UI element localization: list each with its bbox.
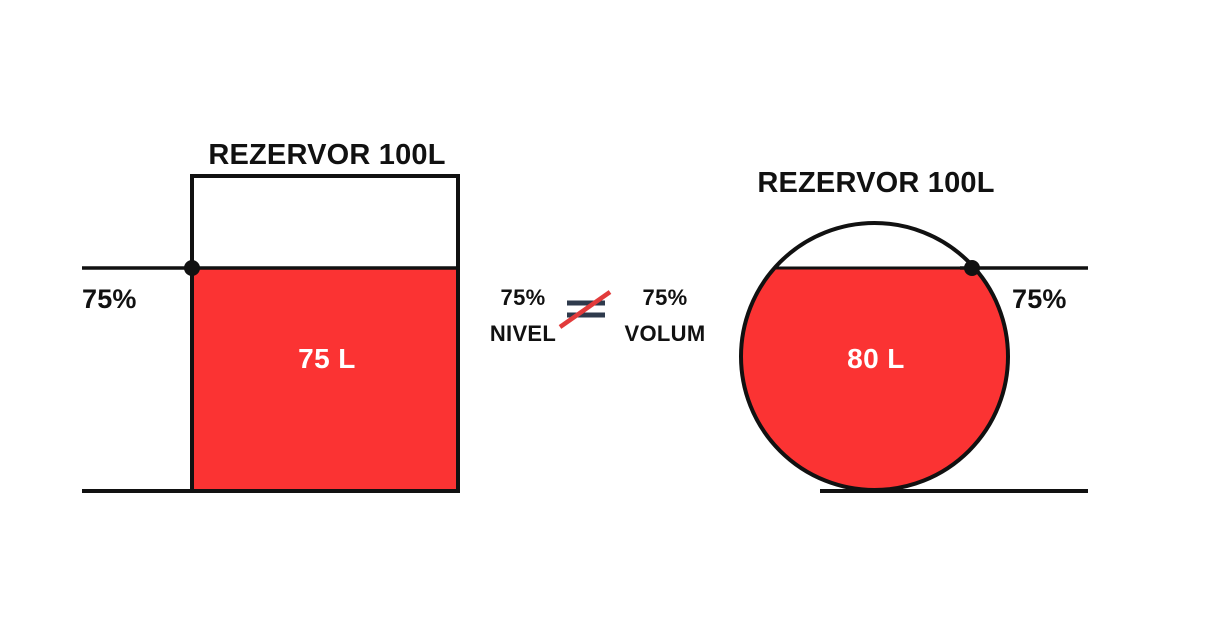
left-tank-liquid-fill [192, 268, 458, 491]
right-tank-group [739, 221, 1088, 493]
left-tank-level-label: 75% [82, 284, 137, 314]
left-tank-group [82, 174, 460, 493]
comparison-right-term: VOLUM [625, 321, 706, 346]
left-tank-volume-label: 75 L [298, 343, 356, 374]
right-tank-title: REZERVOR 100L [757, 167, 994, 199]
left-tank-title: REZERVOR 100L [208, 139, 445, 171]
left-tank-level-dot [184, 260, 200, 276]
not-equal-slash [558, 290, 612, 329]
right-tank-liquid-fill [741, 268, 1008, 490]
right-tank-level-label: 75% [1012, 284, 1067, 314]
comparison-left-percent: 75% [501, 285, 546, 310]
comparison-right-percent: 75% [643, 285, 688, 310]
right-tank-level-dot [964, 260, 980, 276]
comparison-left-term: NIVEL [490, 321, 556, 346]
not-equal-icon [558, 290, 612, 329]
right-tank-volume-label: 80 L [847, 343, 905, 374]
